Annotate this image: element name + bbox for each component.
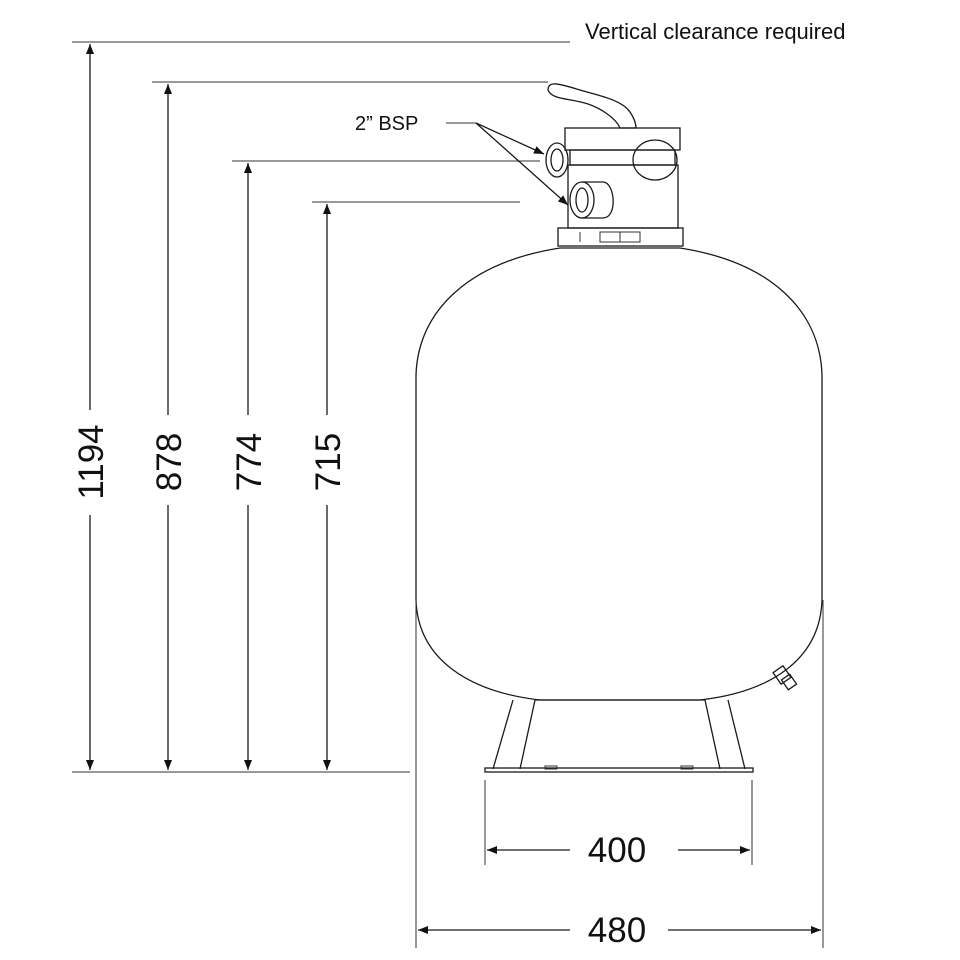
tank-body <box>415 247 823 701</box>
tank-base <box>484 699 754 773</box>
valve-handle <box>547 83 637 129</box>
dim-878-label: 878 <box>150 433 189 491</box>
dim-1194: 1194 <box>72 44 111 770</box>
dim-480-label: 480 <box>588 911 646 950</box>
valve-top <box>564 127 681 151</box>
dim-878: 878 <box>150 84 189 770</box>
dim-774: 774 <box>230 163 269 770</box>
dim-480: 480 <box>415 600 824 950</box>
clearance-label: Vertical clearance required <box>585 19 845 44</box>
valve-side-port <box>632 139 678 181</box>
dim-400: 400 <box>484 780 753 870</box>
port-callout: 2” BSP <box>355 113 569 206</box>
dim-774-label: 774 <box>230 433 269 491</box>
dim-1194-label: 1194 <box>72 424 111 499</box>
drain-plug <box>772 664 798 691</box>
multiport-valve <box>545 83 684 247</box>
dim-400-label: 400 <box>588 831 646 870</box>
dim-715-label: 715 <box>309 433 348 491</box>
upper-port <box>545 142 569 178</box>
dim-715: 715 <box>309 204 348 770</box>
lower-port <box>569 181 595 219</box>
port-label: 2” BSP <box>355 113 418 135</box>
reference-lines <box>72 41 570 773</box>
